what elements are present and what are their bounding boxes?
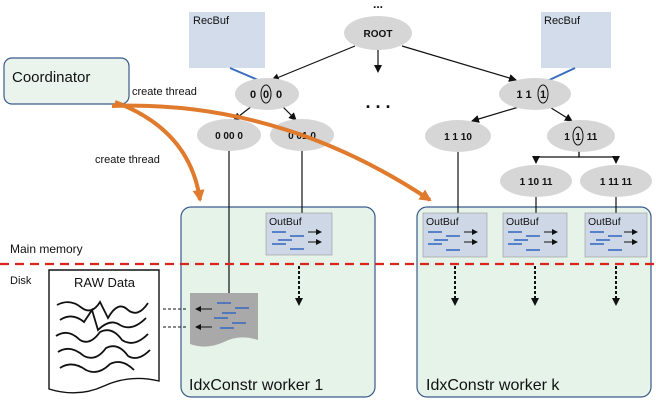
- edge-1111-11011: [532, 150, 580, 164]
- disk-label: Disk: [10, 275, 32, 287]
- node-111-label-b: 1: [540, 89, 546, 101]
- node-root-label: ROOT: [364, 29, 393, 40]
- coordinator-label: Coordinator: [12, 69, 90, 86]
- node-000-label-b: 0: [263, 89, 269, 101]
- worker-k-label: IdxConstr worker k: [426, 377, 560, 394]
- outbuf-label: OutBuf: [269, 216, 302, 228]
- node-1110: [425, 120, 491, 152]
- outbuf-label: OutBuf: [506, 216, 539, 228]
- top-ellipsis: ...: [373, 0, 383, 11]
- create-thread-arrow-workerk: [111, 103, 432, 202]
- create-thread-label-1: create thread: [132, 86, 197, 98]
- node-000-highlight: [260, 84, 272, 104]
- outbuf-workerk-2: OutBuf: [502, 212, 568, 258]
- main-memory-label: Main memory: [10, 242, 83, 256]
- raw-data-label: RAW Data: [74, 275, 136, 290]
- node-111-label-a: 1 1: [516, 89, 531, 101]
- recbuf-left-box: [189, 12, 265, 68]
- node-1111-label-a: 1: [564, 132, 570, 143]
- node-0000: [197, 119, 261, 151]
- node-11111-label: 1 11 11: [600, 177, 633, 188]
- outbuf-worker1: OutBuf: [265, 212, 333, 256]
- raw-data-document: RAW Data: [48, 269, 188, 394]
- node-1111-label-c: 11: [587, 132, 598, 143]
- outbuf-workerk-3: OutBuf: [584, 212, 648, 258]
- node-11011: [500, 165, 572, 197]
- node-1111-label-b: 1: [575, 132, 581, 143]
- edge-root-111: [401, 45, 517, 82]
- node-1111: [547, 120, 615, 152]
- edge-111-1111: [547, 105, 573, 122]
- node-000-label-a: 0: [250, 89, 256, 101]
- middle-dots: . . .: [365, 92, 390, 112]
- outbuf-workerk-1: OutBuf: [422, 212, 488, 258]
- create-thread-arrow-worker1: [114, 100, 205, 202]
- recbuf-right-label: RecBuf: [544, 15, 581, 27]
- node-11111: [580, 165, 652, 197]
- edge-1111-11111: [578, 150, 620, 164]
- outbuf-label: OutBuf: [588, 216, 621, 228]
- node-111-highlight: [537, 84, 549, 104]
- recbuf-left-label: RecBuf: [193, 15, 230, 27]
- disk-buffer-worker1: [190, 293, 258, 347]
- node-root: [344, 16, 412, 50]
- recbuf-left-link: [229, 67, 259, 81]
- node-11011-label: 1 10 11: [520, 177, 553, 188]
- node-1111-highlight: [572, 126, 584, 146]
- node-0000-label: 0 00 0: [215, 131, 243, 142]
- edge-000-0010: [281, 105, 297, 121]
- node-000: [235, 78, 299, 110]
- create-thread-label-2: create thread: [95, 154, 160, 166]
- outbuf-label: OutBuf: [426, 216, 459, 228]
- edge-root-000: [271, 45, 356, 82]
- edge-111-1110: [471, 105, 523, 123]
- node-1110-label: 1 1 10: [444, 132, 472, 143]
- coordinator-box: [3, 57, 130, 105]
- node-111: [499, 78, 571, 110]
- node-000-label-c: 0: [276, 89, 282, 101]
- recbuf-right-box: [541, 12, 611, 68]
- worker-1-label: IdxConstr worker 1: [189, 377, 323, 394]
